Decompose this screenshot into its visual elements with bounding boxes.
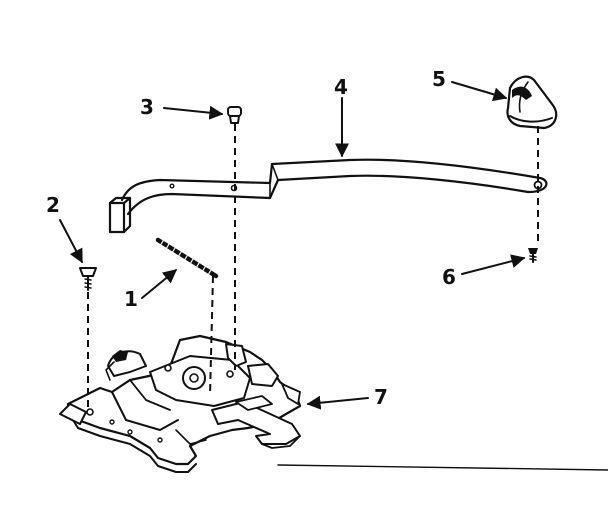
baseline-rule bbox=[277, 464, 608, 471]
callout-2: 2 bbox=[46, 193, 60, 217]
leader-2 bbox=[59, 219, 83, 264]
leader-3 bbox=[163, 105, 224, 120]
part-2-screw bbox=[79, 267, 97, 291]
callout-6: 6 bbox=[442, 265, 456, 289]
part-6-screw bbox=[528, 248, 538, 263]
callout-3: 3 bbox=[140, 95, 154, 119]
alignment-lines bbox=[87, 124, 539, 410]
callout-leaders bbox=[59, 81, 526, 410]
part-3-rivet bbox=[227, 106, 242, 124]
leader-7 bbox=[306, 395, 369, 410]
part-7-base-plate bbox=[59, 334, 302, 473]
callout-7: 7 bbox=[374, 385, 388, 409]
callout-5: 5 bbox=[432, 67, 446, 91]
callout-1: 1 bbox=[124, 287, 138, 311]
part-1-spring bbox=[155, 237, 219, 279]
part-5-knob bbox=[506, 75, 558, 130]
callout-4: 4 bbox=[334, 75, 348, 99]
part-4-lever-arm bbox=[108, 158, 548, 234]
leader-5 bbox=[451, 81, 508, 102]
leader-1 bbox=[141, 269, 178, 299]
callout-labels: 1 2 3 4 5 6 7 bbox=[46, 67, 456, 409]
leader-6 bbox=[461, 254, 526, 275]
